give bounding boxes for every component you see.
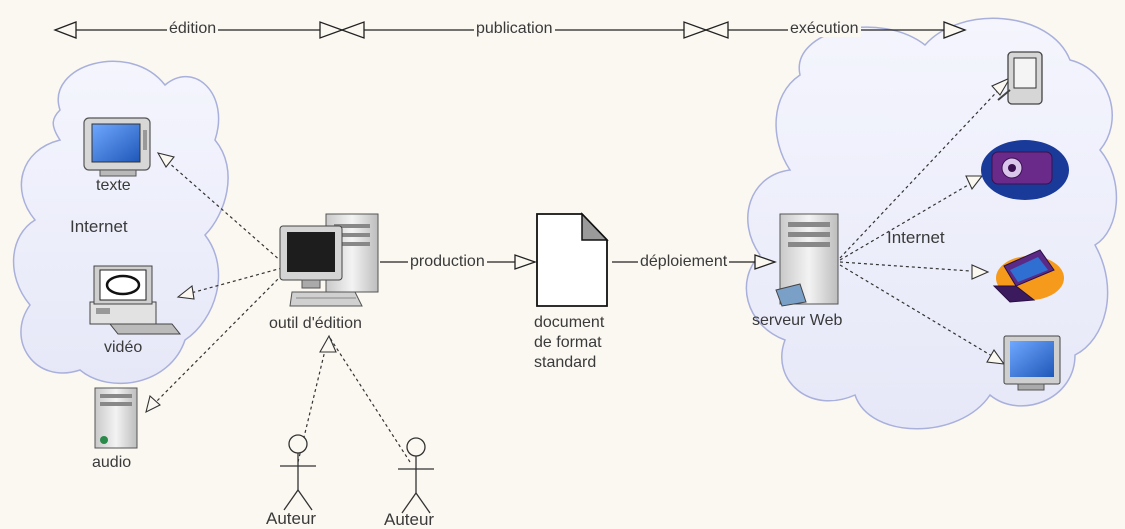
audio-tower-icon xyxy=(94,387,138,449)
author-actor-2 xyxy=(398,437,434,514)
document-caption: document de format standard xyxy=(534,313,644,373)
edit-arrowheads xyxy=(145,152,337,414)
texte-label: texte xyxy=(96,177,131,194)
edit-connectors xyxy=(147,154,411,463)
document-icon xyxy=(536,212,609,307)
author-label-2: Auteur xyxy=(384,510,435,529)
right-internet-cloud xyxy=(745,17,1118,430)
pda-icon xyxy=(997,51,1043,105)
phase-edition-label: édition xyxy=(167,20,219,37)
video-computer-icon xyxy=(89,265,182,335)
projector-icon xyxy=(981,140,1069,200)
phase-execution-label: exécution xyxy=(788,20,861,37)
document-caption-line2: de format xyxy=(534,334,602,351)
texte-monitor-icon xyxy=(83,117,151,177)
phase-publication-label: publication xyxy=(474,20,555,37)
laptop-icon xyxy=(992,249,1064,303)
editor-computer-icon xyxy=(279,213,379,307)
deploy-arrowheads xyxy=(965,76,1012,365)
audio-label: audio xyxy=(92,454,132,471)
deploy-connectors xyxy=(839,79,1009,363)
video-label: vidéo xyxy=(104,339,143,356)
left-internet-cloud xyxy=(12,60,229,385)
web-server-icon xyxy=(775,213,839,307)
server-label: serveur Web xyxy=(752,312,843,329)
left-internet-label: Internet xyxy=(70,217,128,236)
flat-monitor-icon xyxy=(1003,335,1061,391)
deploiement-label: déploiement xyxy=(638,253,730,270)
production-label: production xyxy=(408,253,487,270)
author-label-1: Auteur xyxy=(266,509,317,528)
document-caption-line1: document xyxy=(534,314,605,331)
document-caption-line3: standard xyxy=(534,354,597,371)
right-internet-label: Internet xyxy=(887,228,945,247)
author-actor-1 xyxy=(280,434,316,511)
editor-label: outil d'édition xyxy=(269,315,362,332)
